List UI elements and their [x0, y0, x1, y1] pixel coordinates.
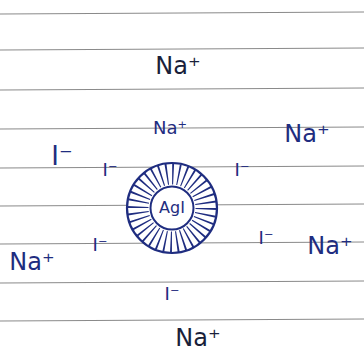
particle-outer — [127, 163, 217, 253]
ion-label: I⁻ — [93, 236, 108, 254]
ion-label: Na⁺ — [153, 119, 187, 137]
ion-label: I⁻ — [259, 229, 274, 247]
ion-label: Na⁺ — [155, 54, 200, 78]
ion-label: Na⁺ — [307, 234, 352, 258]
ion-label: I⁻ — [235, 161, 250, 179]
ion-label: I⁻ — [103, 161, 118, 179]
ion-label: I⁻ — [51, 143, 72, 169]
ion-label: Na⁺ — [9, 250, 54, 274]
ion-label: Na⁺ — [284, 122, 329, 146]
ion-label: I⁻ — [165, 285, 180, 303]
particle-core: AgI — [149, 185, 195, 231]
adsorbed-layer-hatch — [138, 174, 206, 242]
ion-label: Na⁺ — [175, 326, 220, 350]
core-label: AgI — [159, 200, 185, 216]
